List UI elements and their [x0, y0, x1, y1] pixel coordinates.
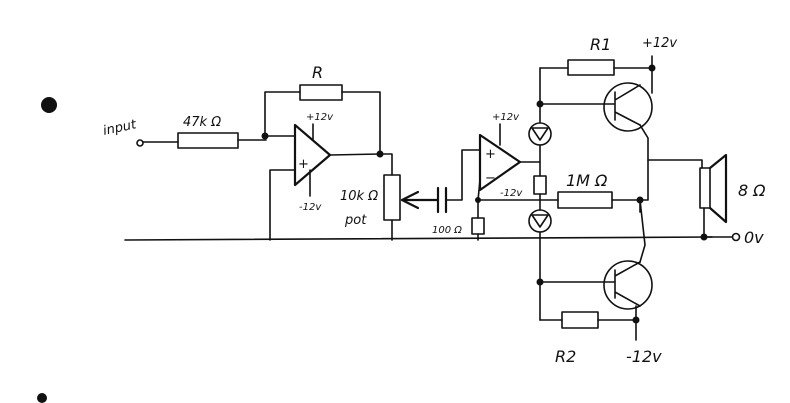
- speaker-cone: [708, 153, 728, 224]
- opamp-2-pos-supply: +12v: [492, 112, 520, 123]
- feedback-resistor: [299, 84, 343, 101]
- upper-output-stage: R1 +12v: [539, 35, 677, 213]
- pot-wiper-arrow: [400, 190, 440, 210]
- bias-resistor-small: [533, 175, 547, 195]
- pot-stage: 10k Ω pot: [340, 149, 481, 241]
- opamp-2: [478, 133, 522, 192]
- resistor-r1-label: R1: [590, 35, 611, 54]
- pot-10k: [383, 174, 401, 221]
- bias-diode-2: [528, 209, 552, 233]
- transistor-upper: [603, 82, 653, 132]
- speaker-label: 8 Ω: [738, 181, 766, 200]
- feedback-1m: 1M Ω: [539, 171, 644, 209]
- coupling-capacitor: [436, 186, 448, 214]
- opamp-2-minus: −: [485, 171, 496, 186]
- bias-diode-1: [528, 122, 552, 146]
- transistor-lower: [603, 260, 653, 310]
- r2-supply-label: -12v: [626, 347, 662, 366]
- feedback-resistor-label: R: [312, 63, 323, 82]
- sense-resistor-label: 100 Ω: [432, 225, 462, 236]
- input-terminal: [136, 139, 144, 147]
- resistor-r1: [567, 59, 615, 76]
- opamp-1-plus: +: [298, 157, 309, 172]
- speaker-body: [699, 167, 711, 209]
- ground-rail: [124, 236, 713, 241]
- opamp-2-plus: +: [485, 147, 496, 162]
- ground-terminal: 0v: [703, 228, 764, 247]
- resistor-1m-label: 1M Ω: [566, 171, 608, 190]
- pot-name-label: pot: [344, 213, 367, 228]
- ground-label: 0v: [744, 228, 764, 247]
- input-resistor-label: 47k Ω: [183, 115, 221, 130]
- resistor-1m: [557, 191, 613, 209]
- speaker-stage: 8 Ω: [647, 153, 766, 241]
- lower-output-stage: R2 -12v: [539, 199, 662, 366]
- resistor-r2: [561, 311, 599, 329]
- opamp-1-pos-supply: +12v: [306, 112, 334, 123]
- punch-hole-top: [41, 97, 57, 113]
- r1-supply-label: +12v: [642, 36, 677, 51]
- opamp-2-neg-supply: -12v: [500, 188, 523, 199]
- opamp-1-neg-supply: -12v: [299, 202, 322, 213]
- resistor-r2-label: R2: [555, 347, 576, 366]
- opamp-2-stage: + − +12v -12v 100 Ω: [432, 112, 541, 241]
- punch-hole-bottom: [37, 393, 47, 403]
- sense-resistor-100: [471, 217, 485, 235]
- input-resistor: [177, 132, 239, 149]
- input-stage: input 47k Ω: [102, 115, 267, 149]
- input-label: input: [102, 117, 139, 139]
- pot-value-label: 10k Ω: [340, 189, 378, 204]
